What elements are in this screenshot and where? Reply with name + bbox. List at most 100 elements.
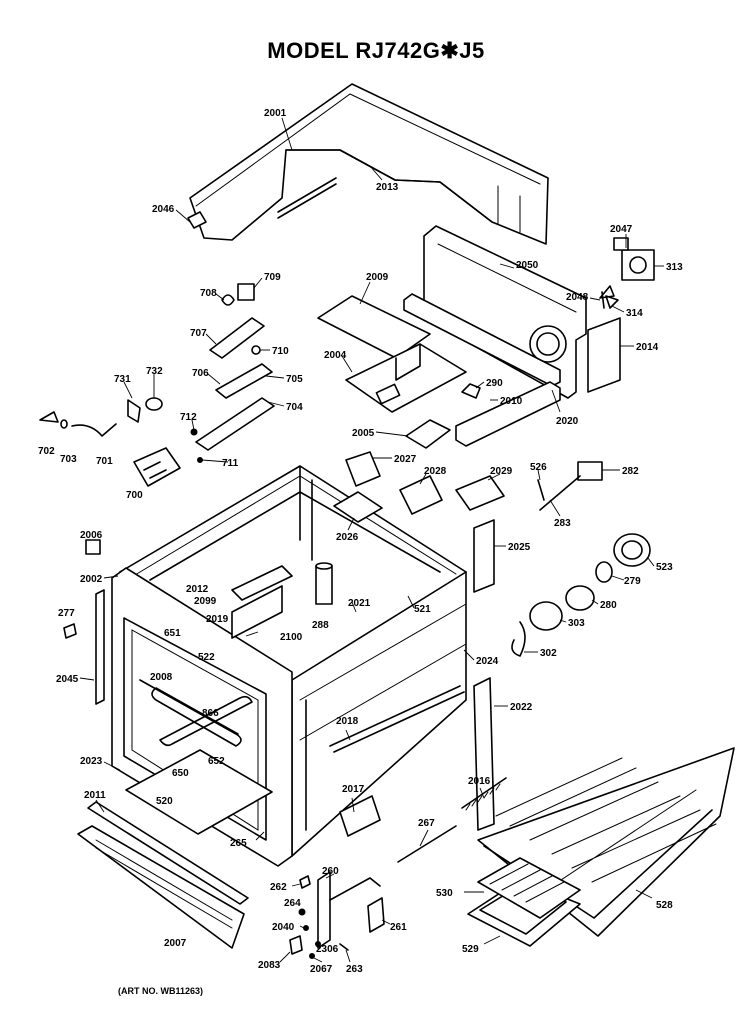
drawer-panel-2007 <box>77 825 245 949</box>
part-label: 2007 <box>164 938 187 949</box>
part-label: 2013 <box>376 182 399 193</box>
part-label: 2002 <box>80 574 103 585</box>
insulation-2100 <box>231 585 283 639</box>
part-label: 702 <box>38 446 55 457</box>
bulb-280 <box>565 585 595 611</box>
part-label: 283 <box>554 518 571 529</box>
part-label: 2011 <box>84 790 106 801</box>
part-label: 2100 <box>280 632 303 643</box>
clip-277 <box>63 623 77 639</box>
part-labels: 2001 2013 2046 2047 313 2009 2050 2048 3… <box>38 108 683 975</box>
part-label: 279 <box>624 576 641 587</box>
part-731 <box>127 399 141 423</box>
part-label: 2006 <box>80 530 103 541</box>
bake-element-652 <box>159 695 253 747</box>
part-label: 522 <box>198 652 215 663</box>
screw-2040 <box>303 925 309 931</box>
part-label: 2021 <box>348 598 371 609</box>
part-label: 700 <box>126 490 143 501</box>
rod-267 <box>397 825 457 863</box>
part-label: 530 <box>436 888 453 899</box>
part-label: 2001 <box>264 108 287 119</box>
part-label: 711 <box>222 458 239 469</box>
part-label: 2099 <box>194 596 217 607</box>
part-label: 314 <box>626 308 643 319</box>
leader-lines <box>79 117 664 963</box>
part-label: 521 <box>414 604 431 615</box>
part-711 <box>197 457 203 463</box>
part-label: 2004 <box>324 350 347 361</box>
part-label: 2008 <box>150 672 173 683</box>
part-label: 709 <box>264 272 281 283</box>
screw-264 <box>298 908 306 916</box>
bracket-707 <box>209 317 265 359</box>
wire-302 <box>511 621 526 657</box>
bracket-705 <box>215 363 273 399</box>
part-label: 260 <box>322 866 339 877</box>
part-label: 263 <box>346 964 363 975</box>
part-label: 2028 <box>424 466 447 477</box>
part-label: 2018 <box>336 716 359 727</box>
part-526 <box>537 479 545 501</box>
part-label: 2306 <box>316 944 339 955</box>
bracket-704 <box>195 397 275 451</box>
part-label: 2048 <box>566 292 589 303</box>
part-label: 652 <box>208 756 225 767</box>
broil-element-866 <box>139 679 242 747</box>
part-label: 651 <box>164 628 181 639</box>
part-label: 707 <box>190 328 207 339</box>
part-label: 706 <box>192 368 209 379</box>
part-label: 710 <box>272 346 289 357</box>
part-label: 2047 <box>610 224 633 235</box>
fan-blade-314 <box>599 285 619 309</box>
bottom-pan-520 <box>125 749 273 835</box>
igniter-282 <box>539 461 603 511</box>
burner-box-2026 <box>333 491 383 523</box>
part-label: 2046 <box>152 204 175 215</box>
part-label: 2027 <box>394 454 417 465</box>
part-2083 <box>289 935 303 955</box>
spring-2016 <box>461 777 507 811</box>
part-label: 2083 <box>258 960 281 971</box>
art-number: (ART NO. WB11263) <box>118 986 204 996</box>
lens-303 <box>529 601 563 631</box>
part-label: 303 <box>568 618 585 629</box>
part-label: 313 <box>666 262 683 273</box>
part-label: 2023 <box>80 756 103 767</box>
part-label: 650 <box>172 768 189 779</box>
bracket-2027 <box>345 451 381 487</box>
broiler-grid-530 <box>477 857 581 919</box>
lamp-cover-523 <box>613 533 651 567</box>
part-label: 523 <box>656 562 673 573</box>
part-label: 520 <box>156 796 173 807</box>
part-label: 265 <box>230 838 247 849</box>
part-label: 282 <box>622 466 639 477</box>
channel-2020 <box>403 293 561 387</box>
tube-288 <box>315 562 333 605</box>
part-label: 528 <box>656 900 673 911</box>
pin-263 <box>339 943 349 951</box>
rod-2018 <box>329 685 465 753</box>
rail-2011 <box>87 801 249 905</box>
part-label: 2012 <box>186 584 209 595</box>
part-label: 2020 <box>556 416 579 427</box>
diagram-title: MODEL RJ742G✱J5 <box>267 38 485 63</box>
panel-2025 <box>473 519 495 593</box>
part-label: 704 <box>286 402 303 413</box>
part-label: 261 <box>390 922 407 933</box>
knob-702 <box>39 411 59 423</box>
duct-assembly <box>317 295 467 413</box>
bracket-2029 <box>455 475 505 511</box>
part-label: 2024 <box>476 656 499 667</box>
part-label: 262 <box>270 882 287 893</box>
part-label: 705 <box>286 374 303 385</box>
part-label: 2029 <box>490 466 513 477</box>
part-label: 526 <box>530 462 547 473</box>
part-label: 277 <box>58 608 75 619</box>
part-label: 529 <box>462 944 479 955</box>
hinge-2017 <box>339 795 381 837</box>
part-290 <box>461 383 481 399</box>
part-label: 2019 <box>206 614 229 625</box>
part-261 <box>367 897 385 933</box>
top-cover-panel <box>189 83 549 245</box>
